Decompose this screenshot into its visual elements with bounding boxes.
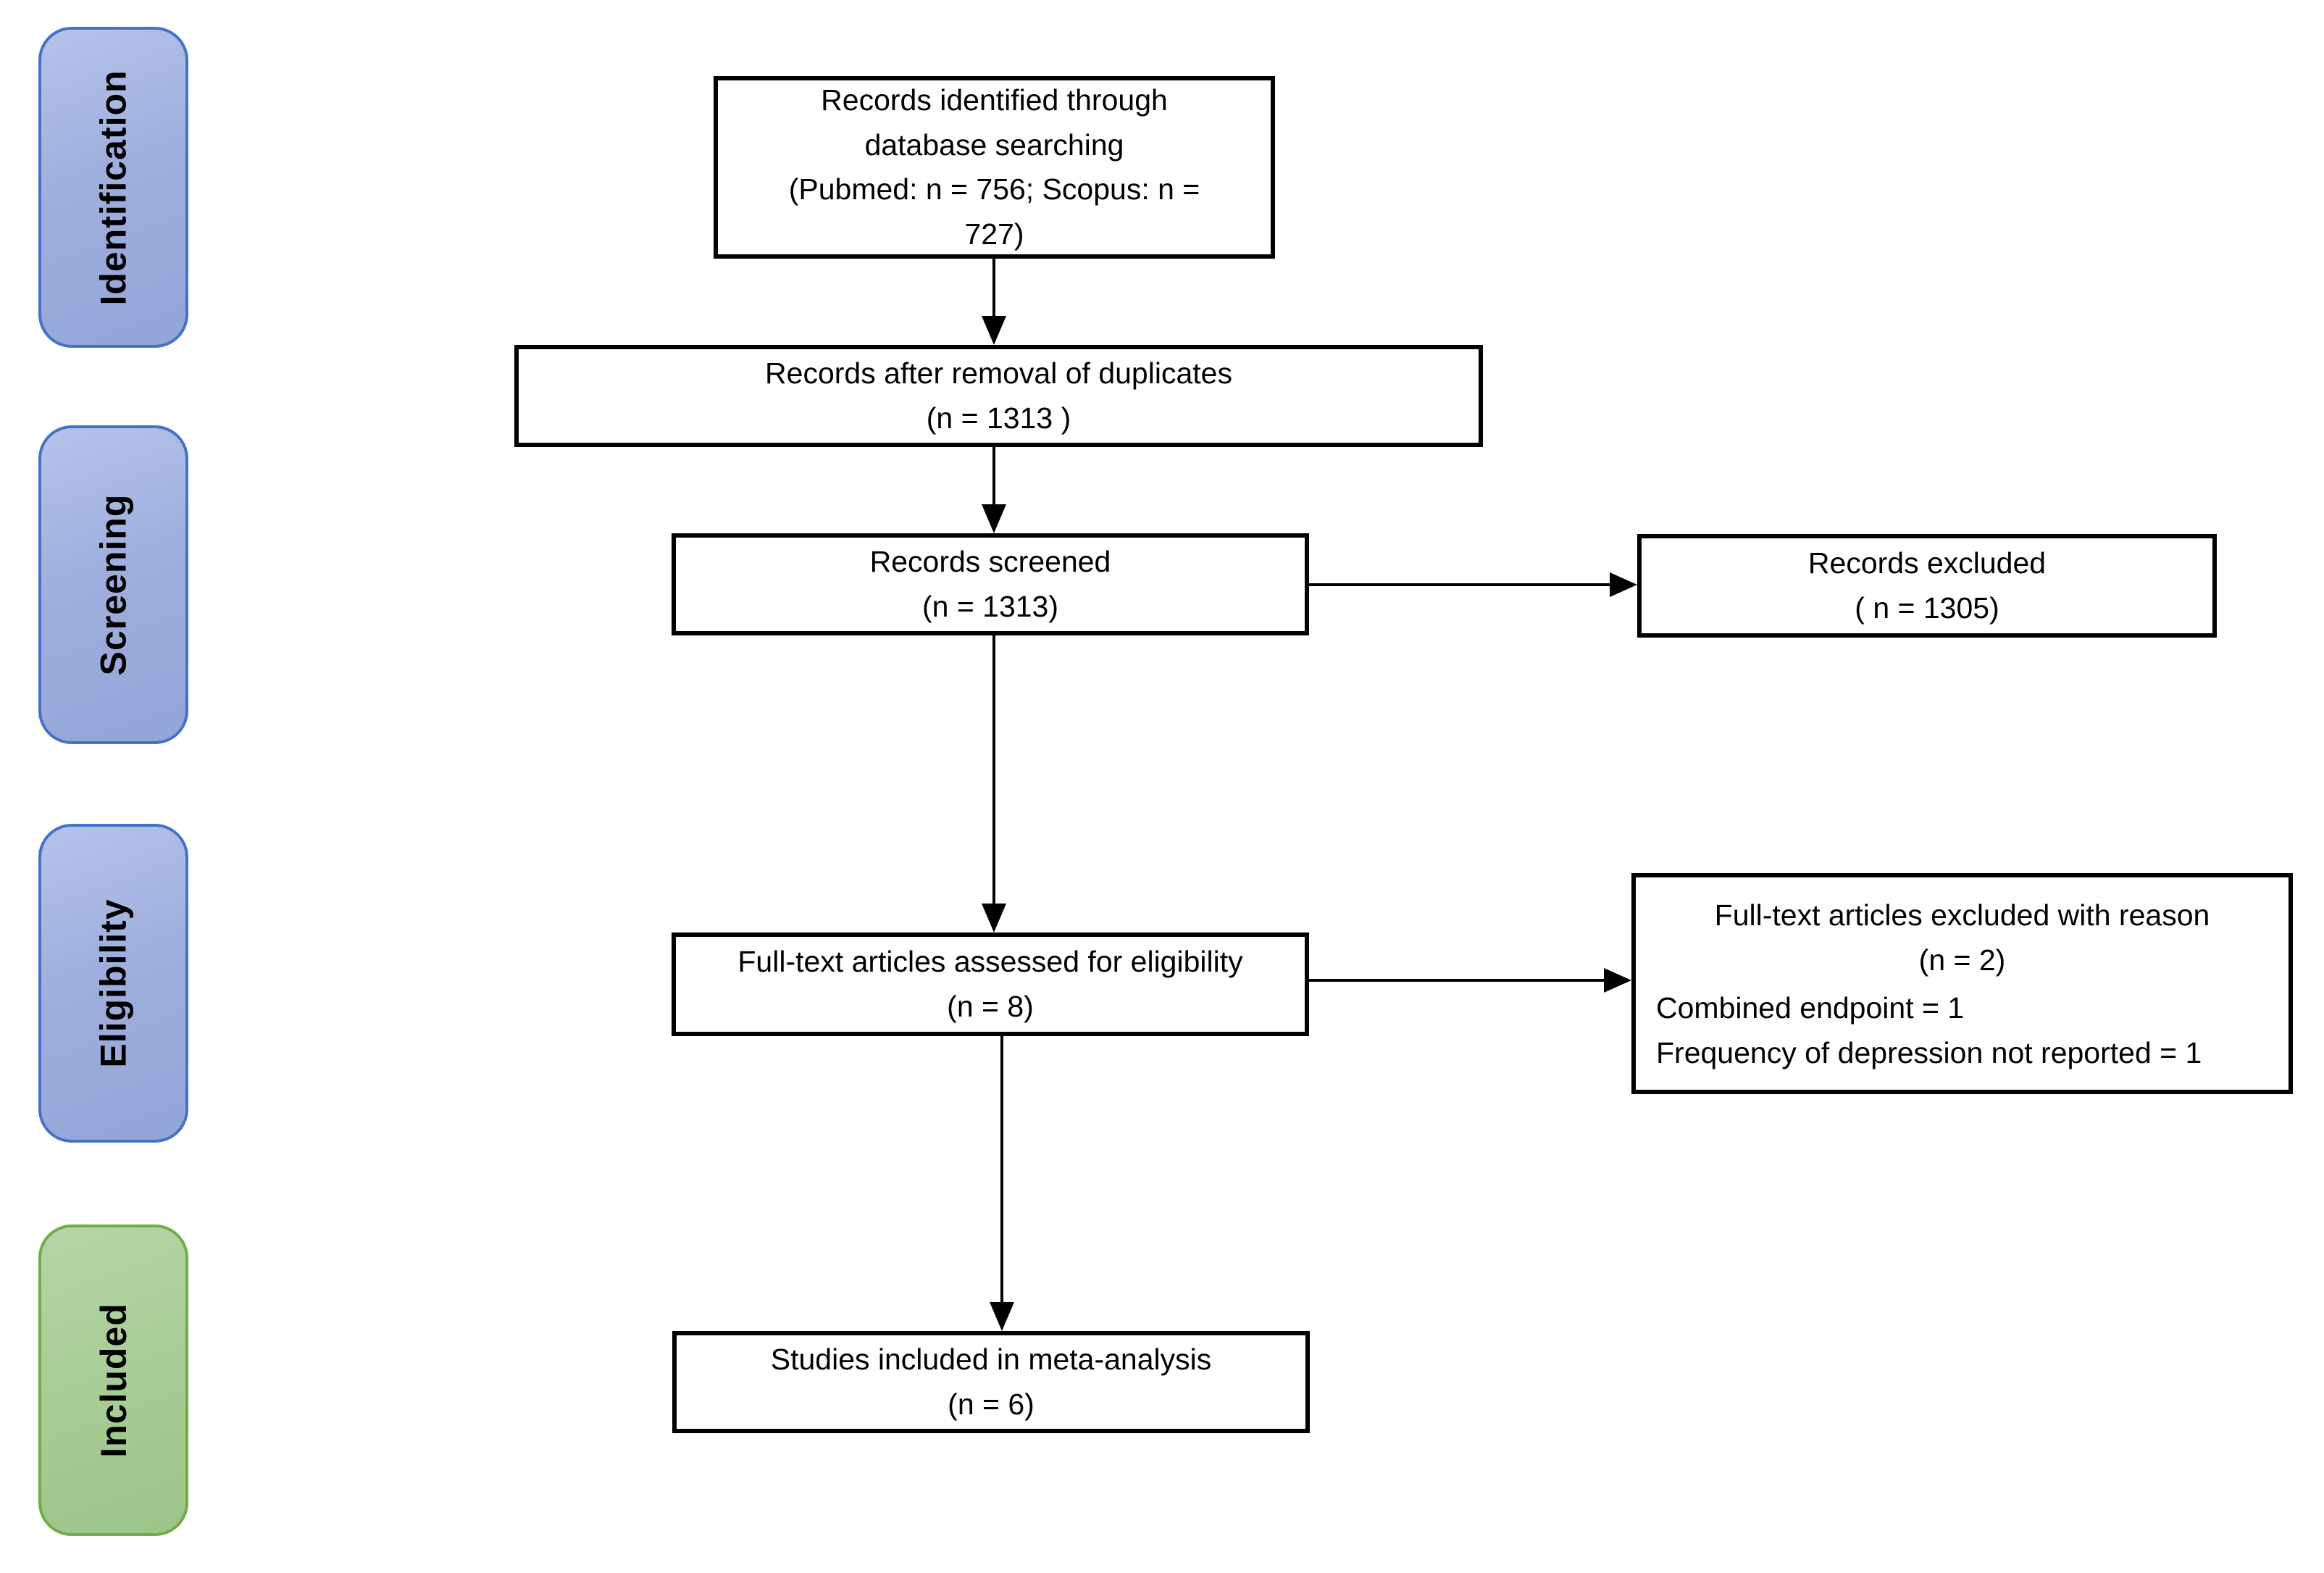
arrow-screened-to-fulltext-assessed	[982, 634, 1006, 932]
node-title: Studies included in meta-analysis	[770, 1343, 1212, 1376]
stage-label-text: Included	[93, 1303, 134, 1458]
node-count: (n = 1313)	[921, 589, 1059, 623]
stage-label-text: Eligibility	[93, 898, 134, 1068]
node-title: Full-text articles excluded with reason	[1714, 898, 2210, 932]
node-count: (n = 1313 )	[926, 401, 1071, 435]
node-count: (n = 2)	[1918, 943, 2006, 977]
node-title: Records excluded	[1807, 546, 2047, 580]
stage-label-screening: Screening	[38, 425, 188, 744]
node-count: (n = 6)	[948, 1387, 1034, 1421]
node-title: Records after removal of duplicates	[765, 356, 1232, 390]
arrow-screened-to-records-excluded	[1308, 572, 1637, 597]
stage-label-text: Identification	[93, 69, 134, 306]
node-count: ( n = 1305)	[1855, 591, 1999, 625]
arrow-deduplicated-to-screened	[982, 446, 1006, 533]
node-count: (Pubmed: n = 756; Scopus: n = 727)	[788, 172, 1200, 251]
node-title: Full-text articles assessed for eligibil…	[737, 945, 1243, 978]
node-records-screened: Records screened (n = 1313)	[672, 533, 1309, 635]
arrow-fulltext-assessed-to-included	[990, 1035, 1014, 1331]
node-fulltext-excluded: Full-text articles excluded with reason …	[1631, 873, 2293, 1094]
node-records-identified: Records identified through database sear…	[714, 76, 1275, 259]
node-header: Full-text articles excluded with reason …	[1656, 893, 2268, 982]
node-fulltext-assessed: Full-text articles assessed for eligibil…	[672, 932, 1309, 1036]
stage-label-text: Screening	[93, 493, 134, 676]
node-count: (n = 8)	[947, 989, 1034, 1023]
arrow-identified-to-deduplicated	[982, 257, 1006, 345]
stage-label-included: Included	[38, 1224, 188, 1536]
reason-line: Combined endpoint = 1	[1656, 991, 1965, 1025]
node-title: Records identified through database sear…	[821, 83, 1168, 162]
exclusion-reasons: Combined endpoint = 1 Frequency of depre…	[1656, 986, 2268, 1075]
node-title: Records screened	[869, 545, 1111, 578]
node-records-deduplicated: Records after removal of duplicates (n =…	[514, 345, 1483, 447]
arrow-fulltext-assessed-to-fulltext-excluded	[1308, 968, 1631, 993]
stage-label-identification: Identification	[38, 27, 188, 348]
reason-line: Frequency of depression not reported = 1	[1656, 1035, 2202, 1069]
node-records-excluded: Records excluded ( n = 1305)	[1637, 534, 2217, 638]
node-studies-included: Studies included in meta-analysis (n = 6…	[672, 1331, 1310, 1433]
stage-label-eligibility: Eligibility	[38, 824, 188, 1143]
